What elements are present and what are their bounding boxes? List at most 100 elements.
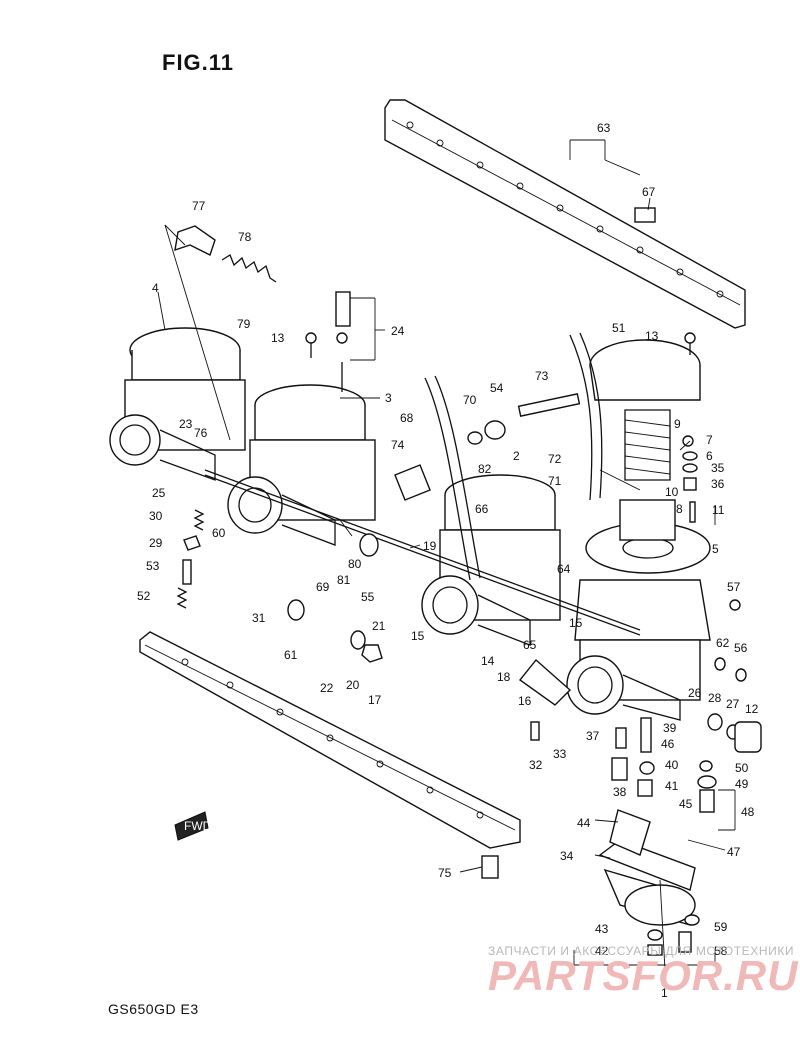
label-49: 49 [735,777,749,791]
label-62: 62 [716,636,730,650]
label-33: 33 [553,747,567,761]
label-10: 10 [665,485,679,499]
label-42: 42 [595,944,609,958]
label-11: 11 [712,503,725,517]
label-63: 63 [597,121,611,135]
label-60: 60 [212,526,226,540]
float-bowl [598,809,696,926]
label-13b: 13 [645,329,659,343]
label-74: 74 [391,438,405,452]
label-12: 12 [745,702,759,716]
label-26: 26 [688,686,702,700]
label-78: 78 [238,230,252,244]
label-5: 5 [712,542,719,556]
label-23: 23 [179,417,193,431]
label-27: 27 [726,697,740,711]
bottom-bracket-rail [139,631,521,849]
hoses [394,332,603,581]
label-65: 65 [523,638,537,652]
label-39: 39 [663,721,677,735]
label-61: 61 [284,648,298,662]
label-15b: 15 [569,616,583,630]
label-17: 17 [368,693,382,707]
label-34: 34 [560,849,574,863]
label-2: 2 [513,449,520,463]
small-hardware [182,207,762,956]
label-43: 43 [595,922,609,936]
label-67: 67 [642,185,656,199]
watermark-logo: PARTSFOR.RU [488,952,799,999]
label-40: 40 [665,758,679,772]
label-20: 20 [346,678,360,692]
fwd-arrow: FWD [174,811,212,841]
carburetor-2 [227,384,376,546]
label-1: 1 [661,986,668,1000]
label-18: 18 [497,670,511,684]
label-6: 6 [706,449,713,463]
label-46: 46 [661,737,675,751]
label-7: 7 [706,433,713,447]
label-44: 44 [577,816,591,830]
label-30: 30 [149,509,163,523]
label-77: 77 [192,199,206,213]
label-32: 32 [529,758,543,772]
label-71: 71 [548,474,562,488]
label-57: 57 [727,580,741,594]
model-code: GS650GD E3 [108,1001,199,1017]
label-38: 38 [613,785,627,799]
label-36: 36 [711,477,725,491]
bracket-77 [174,225,216,256]
label-59: 59 [714,920,728,934]
label-41: 41 [665,779,679,793]
label-81: 81 [337,573,351,587]
linkage-shaft [204,469,641,636]
label-50: 50 [735,761,749,775]
springs [176,254,277,609]
label-79: 79 [237,317,251,331]
label-56: 56 [734,641,748,655]
label-8: 8 [676,502,683,516]
part-number-labels: 1 2 3 4 5 6 7 8 9 10 11 12 13 13 14 15 1… [137,121,759,1000]
carburetor-4 [566,579,711,721]
leader-lines [157,139,736,971]
label-69: 69 [316,580,330,594]
label-9: 9 [674,417,681,431]
label-55: 55 [361,590,375,604]
label-4: 4 [152,281,159,295]
label-53: 53 [146,559,160,573]
figure-title: FIG.11 [162,50,235,75]
carburetor-3 [421,474,561,646]
fwd-label: FWD [184,819,212,833]
label-51: 51 [612,321,626,335]
label-66: 66 [475,502,489,516]
label-45: 45 [679,797,693,811]
top-cap-assembly [585,339,711,574]
label-54: 54 [490,381,504,395]
carburetor-1 [109,327,246,481]
label-75: 75 [438,866,452,880]
label-37: 37 [586,729,600,743]
label-72: 72 [548,452,562,466]
label-52: 52 [137,589,151,603]
watermark-text: ЗАПЧАСТИ И АКСЕССУАРЫ ДЛЯ МОТОТЕХНИКИ [488,944,795,958]
label-19: 19 [423,539,437,553]
label-3: 3 [385,391,392,405]
label-64: 64 [557,562,571,576]
label-80: 80 [348,557,362,571]
label-24: 24 [391,324,405,338]
label-31: 31 [252,611,266,625]
label-25: 25 [152,486,166,500]
label-70: 70 [463,393,477,407]
label-47: 47 [727,845,741,859]
label-22: 22 [320,681,334,695]
label-14: 14 [481,654,495,668]
label-76: 76 [194,426,208,440]
label-13a: 13 [271,331,285,345]
label-82: 82 [478,462,492,476]
label-16: 16 [518,694,532,708]
label-48: 48 [741,805,755,819]
label-35: 35 [711,461,725,475]
label-21: 21 [372,619,386,633]
